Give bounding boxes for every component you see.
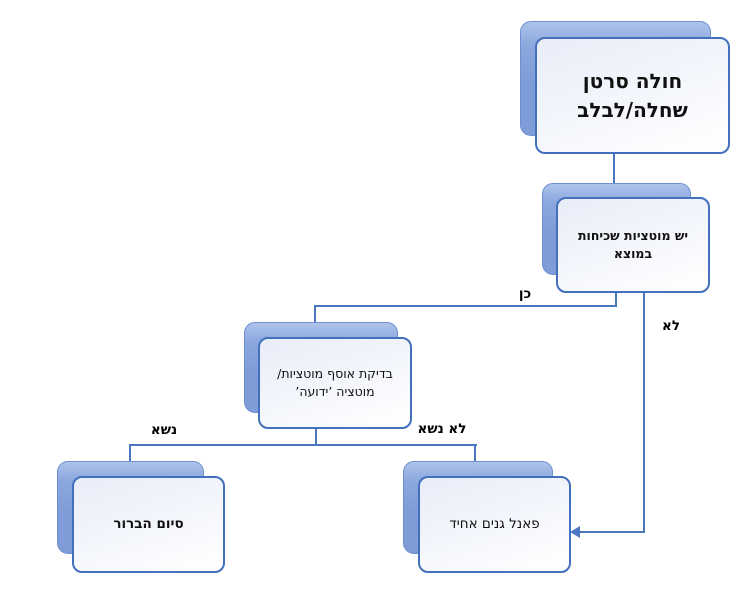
connector-test-branch-horizontal	[129, 444, 477, 446]
connector-test-stem	[315, 429, 317, 446]
connector-notcarrier-vertical	[474, 444, 476, 464]
node-common-mutations-question-label: יש מוטציות שכיחות במוצא	[577, 227, 689, 261]
edge-label-not-carrier: לא נשא	[417, 421, 467, 437]
node-uniform-gene-panel-label: פאנל גנים אחיד	[449, 515, 540, 532]
connector-root-to-question	[613, 154, 615, 200]
connector-no-vertical	[643, 293, 645, 533]
edge-label-yes: כן	[518, 286, 532, 302]
node-end-of-workup-label: סיום הברור	[113, 515, 184, 532]
node-end-of-workup: סיום הברור	[72, 476, 225, 573]
edge-label-no: לא	[662, 318, 680, 334]
node-mutation-collection-test-label: בדיקת אוסף מוטציות/ מוטציה ’ידועה’	[277, 365, 393, 399]
connector-no-horizontal	[578, 531, 645, 533]
edge-label-carrier: נשא	[150, 422, 178, 438]
node-uniform-gene-panel: פאנל גנים אחיד	[418, 476, 571, 573]
arrow-head-icon	[570, 526, 580, 538]
node-cancer-patient-label: חולה סרטן שחלה/לבלב	[577, 68, 688, 122]
connector-carrier-vertical	[129, 444, 131, 464]
connector-yes-vertical-top	[615, 293, 617, 307]
node-common-mutations-question: יש מוטציות שכיחות במוצא	[556, 197, 710, 293]
node-mutation-collection-test: בדיקת אוסף מוטציות/ מוטציה ’ידועה’	[258, 337, 412, 429]
node-cancer-patient: חולה סרטן שחלה/לבלב	[535, 37, 730, 154]
connector-yes-horizontal	[314, 305, 617, 307]
